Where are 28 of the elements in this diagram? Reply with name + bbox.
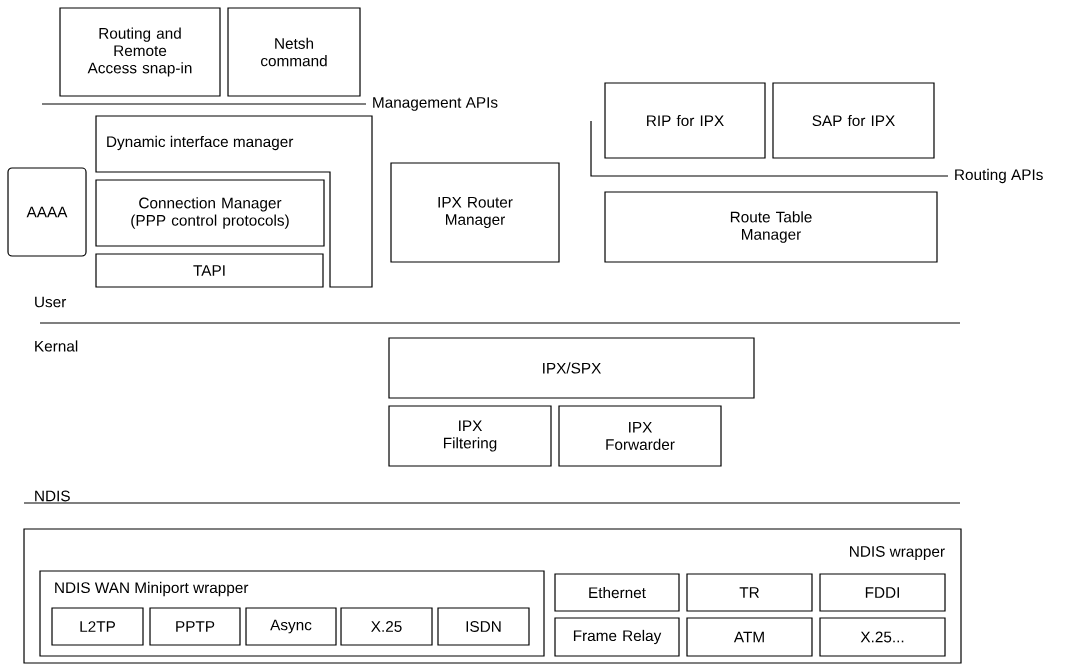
component-box: L2TP: [51, 607, 144, 646]
component-box: Connection Manager (PPP control protocols): [95, 179, 325, 247]
component-box: IPX Filtering: [388, 405, 552, 467]
component-box: X.25: [340, 607, 433, 646]
layer-label: Routing APIs: [955, 168, 1043, 184]
component-box: TR: [686, 573, 813, 612]
layer-label: User: [35, 296, 67, 308]
component-box: Frame Relay: [554, 617, 680, 657]
component-box: IPX Forwarder: [558, 405, 722, 467]
layer-label: NDIS: [35, 490, 70, 502]
component-box: Async: [245, 607, 337, 646]
component-box: ATM: [686, 617, 813, 657]
layer-label: Management APIs: [373, 97, 498, 111]
component-box: IPX Router Manager: [390, 162, 560, 263]
component-box: IPX/SPX: [388, 337, 755, 399]
component-box: Route Table Manager: [604, 191, 938, 263]
component-box: Netsh command: [227, 7, 361, 97]
component-box: Ethernet: [554, 573, 680, 612]
component-box: TAPI: [95, 253, 324, 288]
component-box: PPTP: [149, 607, 241, 646]
component-box: X.25...: [819, 617, 946, 657]
component-box: RIP for IPX: [604, 82, 766, 159]
component-box: FDDI: [819, 573, 946, 612]
component-box: SAP for IPX: [772, 82, 935, 159]
component-box: AAAA: [7, 167, 87, 257]
component-box: ISDN: [437, 607, 530, 646]
component-box: Routing and Remote Access snap-in: [59, 7, 221, 97]
layer-label: Kernal: [35, 340, 78, 352]
